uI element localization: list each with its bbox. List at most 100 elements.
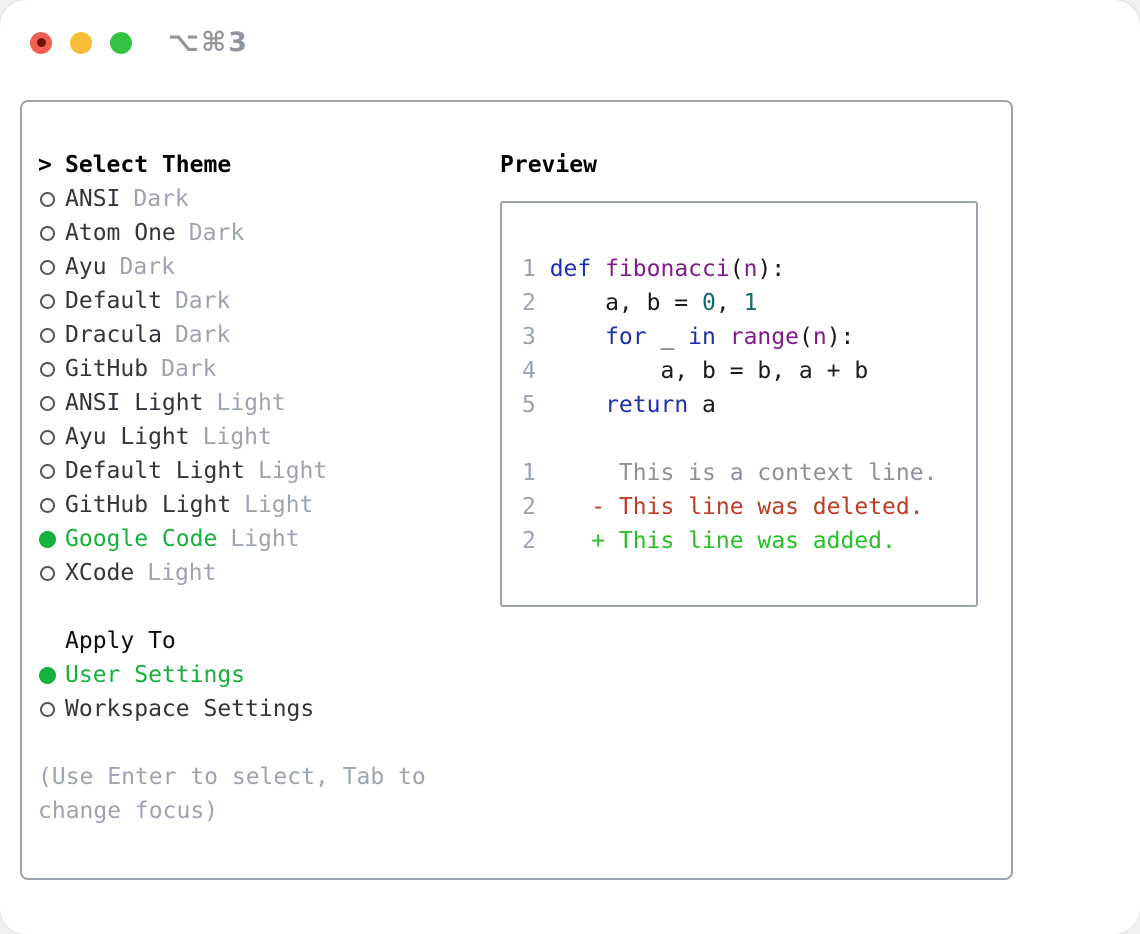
radio-icon <box>40 225 55 241</box>
radio-icon <box>40 361 55 377</box>
theme-name: GitHub Light <box>65 492 232 518</box>
radio-icon <box>40 395 55 411</box>
theme-variant-label: Light <box>230 526 300 552</box>
code-token-pln <box>550 324 605 350</box>
spacer <box>38 590 426 624</box>
select-theme-header: > Select Theme <box>38 148 426 182</box>
radio-icon <box>40 429 55 445</box>
theme-option-ansi[interactable]: ANSI Dark <box>38 182 426 216</box>
code-token-pln: ): <box>757 256 786 282</box>
code-token-typ: range <box>729 324 799 350</box>
diff-text: This is a context line. <box>549 460 938 486</box>
theme-variant-label: Dark <box>119 254 175 280</box>
list-title: Select Theme <box>65 152 232 178</box>
close-dot-icon <box>36 38 46 47</box>
theme-option-google-code[interactable]: Google Code Light <box>38 522 426 556</box>
code-token-pln <box>591 256 605 282</box>
apply-option-label: User Settings <box>65 662 246 688</box>
theme-option-atom-one[interactable]: Atom One Dark <box>38 216 426 250</box>
theme-variant-label: Dark <box>133 186 189 212</box>
theme-option-github-light[interactable]: GitHub Light Light <box>38 488 426 522</box>
theme-name: XCode <box>65 560 135 586</box>
line-number: 2 <box>522 528 536 554</box>
theme-variant-label: Light <box>202 424 272 450</box>
code-token-pln: a, b = b, a + b <box>549 358 869 384</box>
line-number: 1 <box>522 460 536 486</box>
radio-icon <box>40 327 55 343</box>
code-token-lit: 1 <box>743 290 758 316</box>
code-token-kw: for <box>605 324 647 350</box>
radio-icon <box>40 293 55 309</box>
close-button[interactable] <box>30 31 52 54</box>
code-token-kw: return <box>605 392 689 418</box>
line-number: 4 <box>522 358 536 384</box>
code-token-typ: n <box>743 256 758 282</box>
hint-line-2: change focus) <box>38 798 219 824</box>
code-token-pln <box>550 392 605 418</box>
radio-icon <box>40 701 55 717</box>
code-token-pln: _ <box>646 324 689 350</box>
apply-option-label: Workspace Settings <box>65 696 315 722</box>
theme-name: GitHub <box>65 356 149 382</box>
code-token-typ: n <box>812 324 827 350</box>
radio-selected-icon <box>39 530 56 548</box>
line-number: 1 <box>522 256 536 282</box>
prompt-caret: > <box>38 152 52 178</box>
theme-variant-label: Light <box>258 458 328 484</box>
code-line: 2 a, b = 0, 1 <box>522 286 976 320</box>
radio-icon <box>40 565 55 581</box>
code-token-pln: ( <box>729 256 744 282</box>
radio-icon <box>40 259 55 275</box>
apply-option-user-settings[interactable]: User Settings <box>38 658 426 692</box>
code-token-pln: ( <box>798 324 813 350</box>
spacer <box>38 726 426 760</box>
theme-name: Atom One <box>65 220 176 246</box>
line-number: 2 <box>522 290 536 316</box>
diff-line-del: 2 - This line was deleted. <box>522 490 976 524</box>
theme-variant-label: Light <box>244 492 314 518</box>
code-token-typ: fibonacci <box>605 256 730 282</box>
radio-selected-icon <box>39 666 56 684</box>
diff-text: - This line was deleted. <box>549 494 924 520</box>
code-token-pln <box>716 324 730 350</box>
apply-option-workspace-settings[interactable]: Workspace Settings <box>38 692 426 726</box>
code-token-pln: , <box>715 290 744 316</box>
theme-variant-label: Dark <box>161 356 217 382</box>
preview-title: Preview <box>500 152 597 178</box>
radio-icon <box>40 497 55 513</box>
maximize-button[interactable] <box>110 31 132 54</box>
theme-name: Google Code <box>65 526 218 552</box>
minimize-button[interactable] <box>70 31 92 54</box>
line-number: 3 <box>522 324 536 350</box>
radio-icon <box>40 191 55 207</box>
code-token-pln: a <box>688 392 716 418</box>
theme-option-github[interactable]: GitHub Dark <box>38 352 426 386</box>
theme-name: Default <box>65 288 162 314</box>
line-number: 2 <box>522 494 536 520</box>
theme-name: ANSI <box>65 186 121 212</box>
hint-line-1: (Use Enter to select, Tab to <box>38 764 426 790</box>
theme-variant-label: Dark <box>188 220 245 246</box>
code-line: 5 return a <box>522 388 976 422</box>
theme-variant-label: Light <box>216 390 286 416</box>
titlebar: ⌥⌘3 <box>30 27 249 58</box>
window-title: ⌥⌘3 <box>168 27 249 58</box>
theme-name: Dracula <box>65 322 162 348</box>
diff-text: + This line was added. <box>549 528 896 554</box>
code-line: 3 for _ in range(n): <box>522 320 976 354</box>
